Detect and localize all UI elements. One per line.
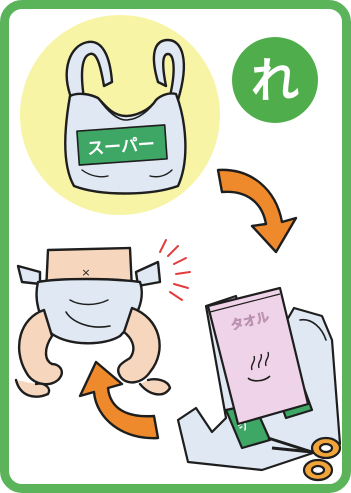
kana-badge: れ bbox=[232, 37, 318, 123]
motion-lines bbox=[160, 240, 190, 300]
svg-text:×: × bbox=[81, 266, 90, 279]
kana-badge-text: れ bbox=[251, 53, 299, 109]
arrow-icon bbox=[218, 170, 296, 252]
